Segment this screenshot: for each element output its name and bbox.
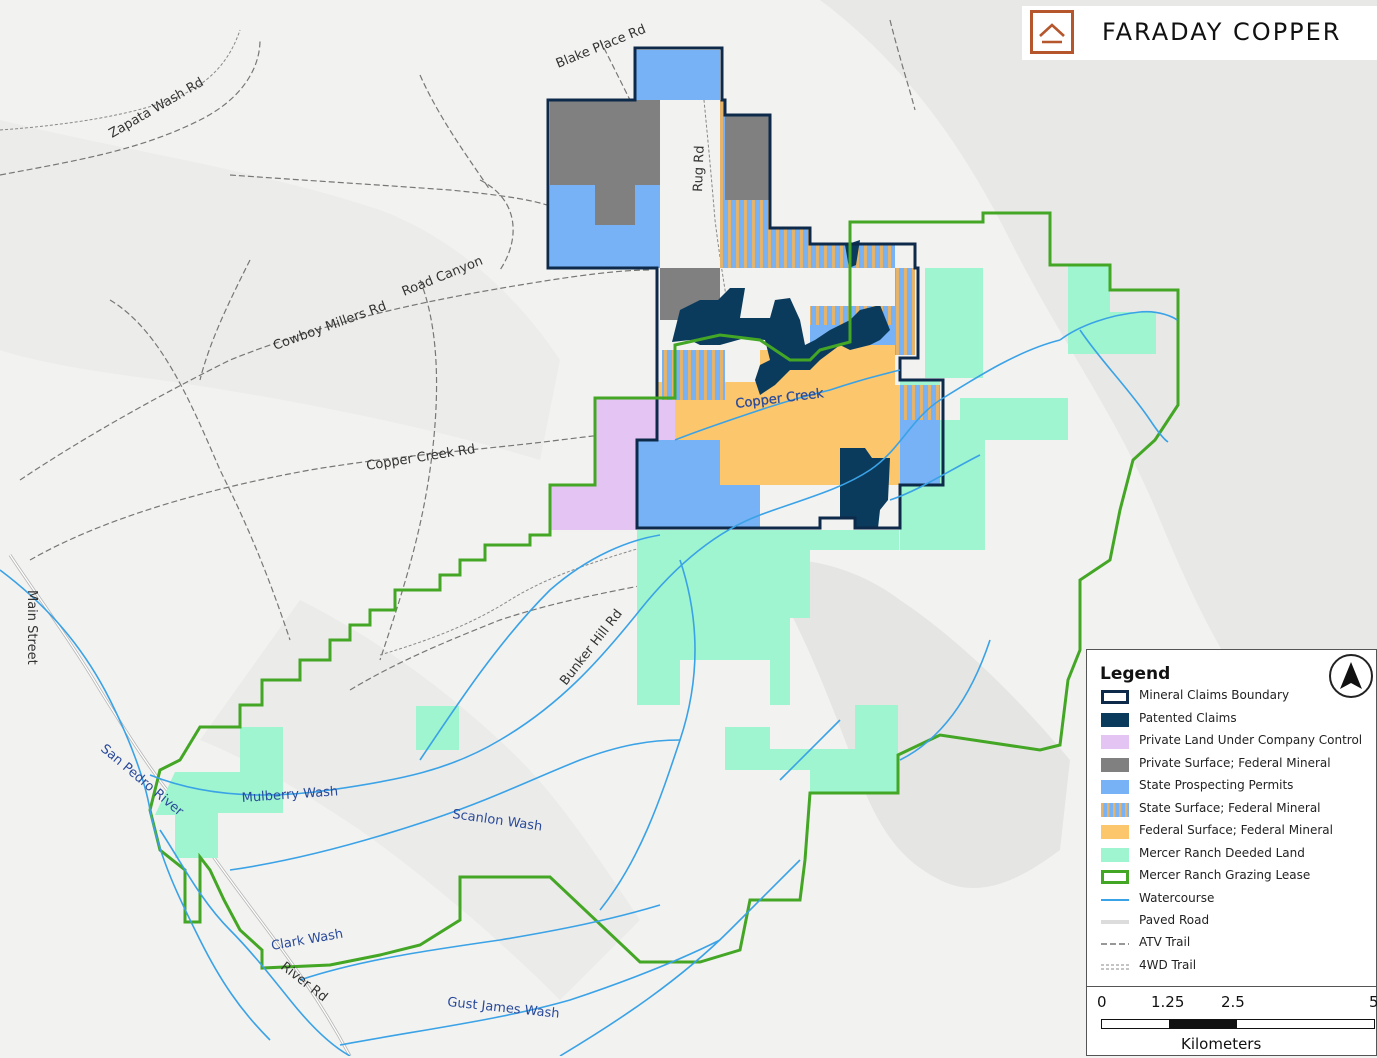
- scale-tick-0: 0: [1097, 993, 1107, 1011]
- road-label-rug: Rug Rd: [691, 145, 708, 192]
- north-arrow-icon: [1329, 654, 1373, 698]
- legend-item-mercer-deeded: Mercer Ranch Deeded Land: [1101, 845, 1371, 865]
- road-label-main: Main Street: [24, 590, 39, 665]
- legend-item-grazing-lease: Mercer Ranch Grazing Lease: [1101, 867, 1371, 887]
- water-label-mulberry: Mulberry Wash: [241, 784, 338, 806]
- legend-item-paved-road: Paved Road: [1101, 913, 1210, 927]
- private-land-company-control: [550, 398, 675, 530]
- company-name: FARADAY COPPER: [1102, 18, 1342, 46]
- legend-item-claims-boundary: Mineral Claims Boundary: [1101, 687, 1371, 707]
- scale-tick-1: 1.25: [1151, 993, 1185, 1011]
- legend-title: Legend: [1100, 664, 1171, 684]
- legend-item-4wd-trail: 4WD Trail: [1101, 958, 1197, 972]
- claim-holes: [810, 268, 895, 306]
- hillshade: [760, 559, 1070, 889]
- scale-tick-2: 2.5: [1221, 993, 1245, 1011]
- legend-item-private-surface: Private Surface; Federal Mineral: [1101, 755, 1371, 775]
- legend-item-watercourse: Watercourse: [1101, 891, 1215, 905]
- map-legend: Legend Mineral Claims Boundary Patented …: [1086, 649, 1377, 1056]
- legend-item-state-permits: State Prospecting Permits: [1101, 777, 1371, 797]
- legend-item-private-company: Private Land Under Company Control: [1101, 732, 1371, 752]
- scale-unit: Kilometers: [1181, 1035, 1262, 1053]
- scale-bar: 0 1.25 2.5 5 Kilometers: [1087, 986, 1377, 1058]
- legend-item-federal: Federal Surface; Federal Mineral: [1101, 822, 1371, 842]
- scale-bar-graphic: [1101, 1019, 1375, 1029]
- mercer-ranch-grazing-lease: [148, 211, 1180, 970]
- 4wd-trails: [0, 29, 731, 656]
- scale-tick-3: 5: [1369, 993, 1377, 1011]
- mineral-claims-boundary: [546, 46, 945, 530]
- legend-item-state-surface: State Surface; Federal Mineral: [1101, 800, 1371, 820]
- faraday-logo-icon: [1030, 10, 1074, 54]
- legend-item-patented: Patented Claims: [1101, 710, 1371, 730]
- company-logo: FARADAY COPPER: [1022, 6, 1377, 60]
- legend-item-atv-trail: ATV Trail: [1101, 935, 1191, 949]
- watercourses: [0, 310, 1178, 1056]
